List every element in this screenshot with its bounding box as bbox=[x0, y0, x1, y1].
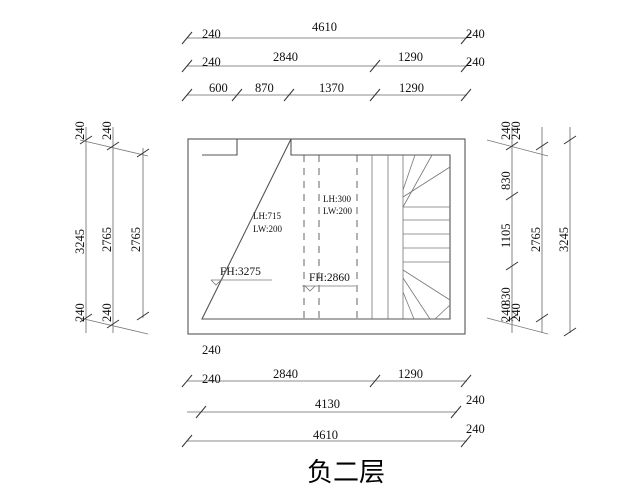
bottom-row1-b: 1290 bbox=[398, 367, 423, 381]
bottom-row2-tick bbox=[195, 405, 207, 419]
right-tick bbox=[535, 141, 549, 151]
bottom-row0-ext-left: 240 bbox=[202, 343, 221, 357]
left-tick bbox=[79, 135, 93, 145]
stair-winder bbox=[402, 277, 431, 320]
left-col2-mid: 2765 bbox=[100, 227, 114, 252]
bottom-row1-tick bbox=[460, 374, 472, 388]
right-col1-bottom: 240 bbox=[499, 303, 513, 322]
right-tick bbox=[505, 191, 519, 201]
right-tick bbox=[535, 313, 549, 323]
top-row2-tick bbox=[369, 59, 381, 73]
left-tick bbox=[106, 141, 120, 151]
left-col3-mid: 2765 bbox=[129, 227, 143, 252]
stair-winder bbox=[402, 166, 451, 198]
bottom-row1-tick bbox=[369, 374, 381, 388]
fh-label-1: FH:3275 bbox=[220, 266, 261, 278]
top-row1-total: 4610 bbox=[312, 20, 337, 34]
bottom-dimensions: 240 240 2840 1290 4130 240 4610 240 bbox=[181, 343, 485, 448]
fh-marker-1 bbox=[210, 279, 222, 286]
right-col3-mid: 3245 bbox=[557, 227, 571, 252]
top-row3-d: 1290 bbox=[399, 81, 424, 95]
left-col1-top: 240 bbox=[73, 121, 87, 140]
top-row2-b: 1290 bbox=[398, 50, 423, 64]
fh-marker-2 bbox=[304, 285, 316, 292]
top-row2-ext-right: 240 bbox=[466, 55, 485, 69]
right-col1-c: 830 bbox=[499, 287, 513, 306]
bottom-row1-tick bbox=[181, 374, 193, 388]
fh-label-2: FH:2860 bbox=[309, 272, 350, 284]
floor-plan: LH:715 LW:200 LH:300 LW:200 FH:3275 FH:2… bbox=[187, 138, 466, 335]
right-dimensions: 240 830 1105 830 240 240 2765 240 3245 bbox=[486, 121, 577, 337]
right-col2-bottom: 240 bbox=[509, 303, 523, 322]
left-col2-bottom: 240 bbox=[100, 303, 114, 322]
top-row2-a: 2840 bbox=[273, 50, 298, 64]
top-row3-b: 870 bbox=[255, 81, 274, 95]
bottom-row3-total: 4610 bbox=[313, 428, 338, 442]
left-col1-bottom: 240 bbox=[73, 303, 87, 322]
stair-winder bbox=[402, 269, 451, 301]
outer-wall bbox=[187, 138, 466, 335]
bottom-row3-tick bbox=[460, 434, 472, 448]
stair-winder bbox=[402, 154, 416, 191]
bottom-row1-a: 2840 bbox=[273, 367, 298, 381]
right-col2-top: 240 bbox=[509, 121, 523, 140]
right-tick bbox=[505, 141, 519, 151]
right-tick bbox=[505, 261, 519, 271]
bottom-row3-ext-right: 240 bbox=[466, 422, 485, 436]
stair-winder bbox=[402, 154, 433, 208]
top-row3-c: 1370 bbox=[319, 81, 344, 95]
right-tick bbox=[563, 327, 577, 337]
bottom-row2-tick bbox=[450, 405, 462, 419]
right-col1-a: 830 bbox=[499, 171, 513, 190]
right-col2-mid: 2765 bbox=[529, 227, 543, 252]
bottom-row1-ext-left: 240 bbox=[202, 372, 221, 386]
left-col2-top: 240 bbox=[100, 121, 114, 140]
right-tie bbox=[486, 317, 549, 335]
stair-winder bbox=[402, 291, 415, 320]
top-row1-ext-left: 240 bbox=[202, 27, 221, 41]
top-row3-tick bbox=[231, 88, 243, 102]
top-row3-tick bbox=[283, 88, 295, 102]
left-tick bbox=[79, 313, 93, 323]
left-tick bbox=[106, 319, 120, 329]
left-dimensions: 240 3245 240 240 2765 240 2765 bbox=[73, 121, 150, 335]
right-col1-b: 1105 bbox=[499, 223, 513, 248]
right-tick bbox=[563, 135, 577, 145]
lw-label-2: LW:200 bbox=[323, 206, 352, 216]
top-row2-ext-left: 240 bbox=[202, 55, 221, 69]
top-row3-a: 600 bbox=[209, 81, 228, 95]
right-tick bbox=[505, 313, 519, 323]
lh-label-1: LH:715 bbox=[253, 211, 281, 221]
left-tick bbox=[136, 148, 150, 158]
drawing-title: 负二层 bbox=[307, 458, 385, 488]
left-col1-mid: 3245 bbox=[73, 229, 87, 254]
bottom-row2-ext-right: 240 bbox=[466, 393, 485, 407]
top-row3-tick bbox=[181, 88, 193, 102]
top-row3-tick bbox=[369, 88, 381, 102]
top-row2-tick bbox=[181, 59, 193, 73]
right-tie bbox=[486, 139, 549, 157]
top-row1-tick bbox=[181, 31, 193, 45]
lw-label-1: LW:200 bbox=[253, 224, 282, 234]
top-dimensions: 240 4610 240 240 2840 1290 240 600 870 1… bbox=[181, 20, 485, 102]
top-row2-tick bbox=[460, 59, 472, 73]
stair bbox=[371, 154, 451, 320]
right-col1-top: 240 bbox=[499, 121, 513, 140]
lh-label-2: LH:300 bbox=[323, 194, 351, 204]
bottom-row3-tick bbox=[181, 434, 193, 448]
stair-winder bbox=[434, 304, 451, 320]
top-row1-ext-right: 240 bbox=[466, 27, 485, 41]
bottom-row2-total: 4130 bbox=[315, 397, 340, 411]
top-row3-tick bbox=[460, 88, 472, 102]
left-tie bbox=[79, 139, 149, 157]
top-row1-tick bbox=[460, 31, 472, 45]
inner-wall bbox=[201, 138, 451, 320]
left-tie bbox=[79, 317, 149, 335]
left-tick bbox=[136, 311, 150, 321]
